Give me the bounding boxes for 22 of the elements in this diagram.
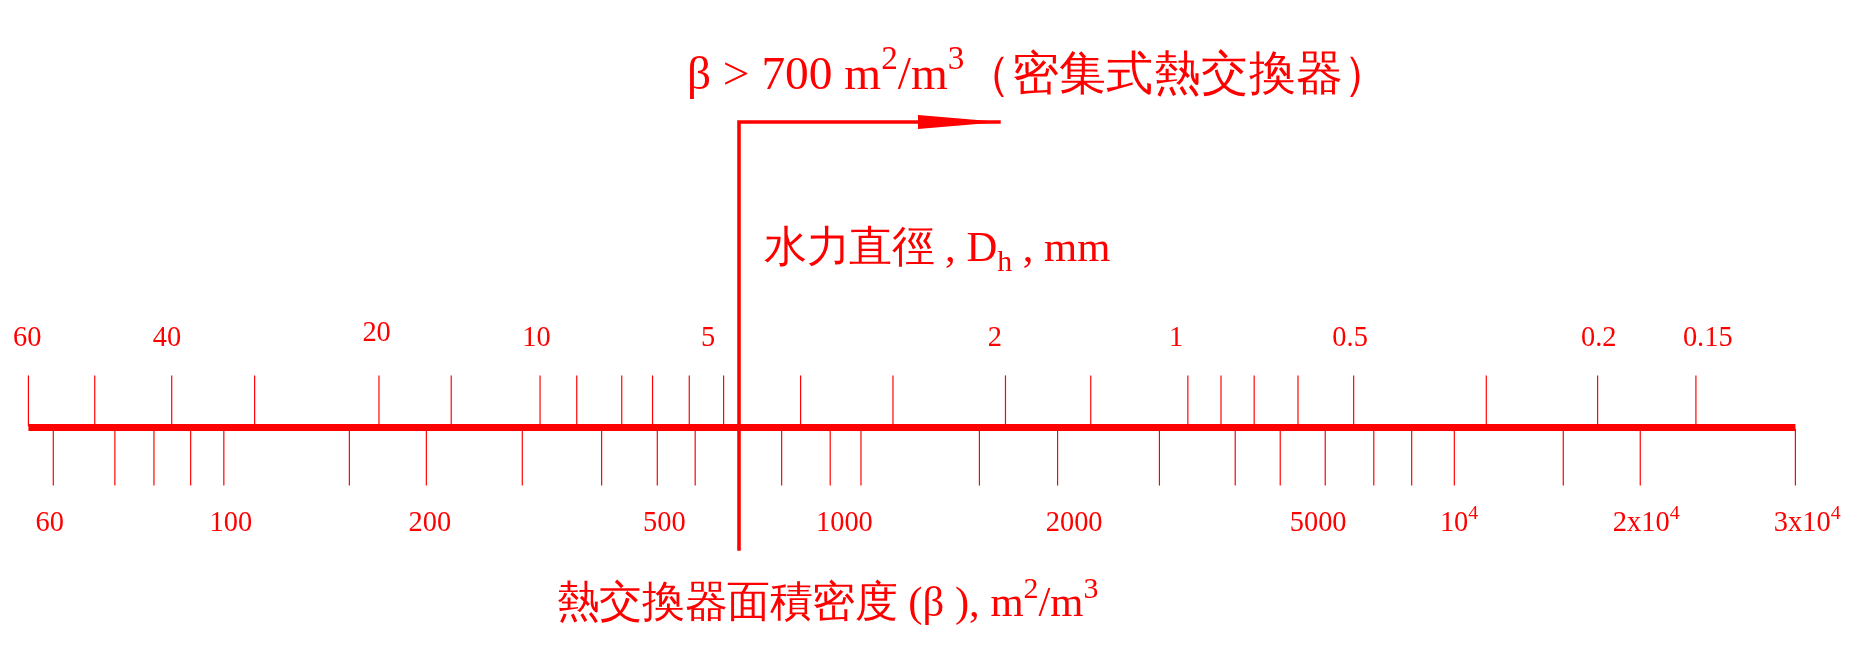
tick-label: 40 [152,322,182,351]
tick-label: 10$^{4}$ [1439,506,1479,536]
tick-label: 200 [408,506,452,536]
tick-label: 1 [1168,322,1184,351]
tick-label: 10 [522,322,551,351]
tick-label: 500 [643,506,686,536]
tick-label: 2000 [1045,506,1103,536]
axis-title: 熱交換器面積密度 (β ), m$^{2}$/m$^{3}$ [556,580,1099,623]
tick-label: 60 [13,322,42,351]
tick-label: 2 [987,322,1002,351]
tick-label: 20 [362,317,391,346]
tick-label: 1000 [816,506,873,536]
tick-label: 5 [701,322,716,351]
tick-label: 0.15 [1682,322,1733,351]
annotation: β > 700 m$^{2}$/m$^{3}$（密集式熱交換器） [686,49,1391,98]
tick-label: 100 [209,506,253,536]
tick-label: 0.2 [1581,322,1617,351]
tick-label: 60 [35,506,64,536]
tick-label: 0.5 [1332,322,1368,351]
tick-label: 5000 [1289,506,1347,536]
tick-label: 3x10$^{4}$ [1773,506,1841,536]
tick-label: 2x10$^{4}$ [1612,506,1680,536]
